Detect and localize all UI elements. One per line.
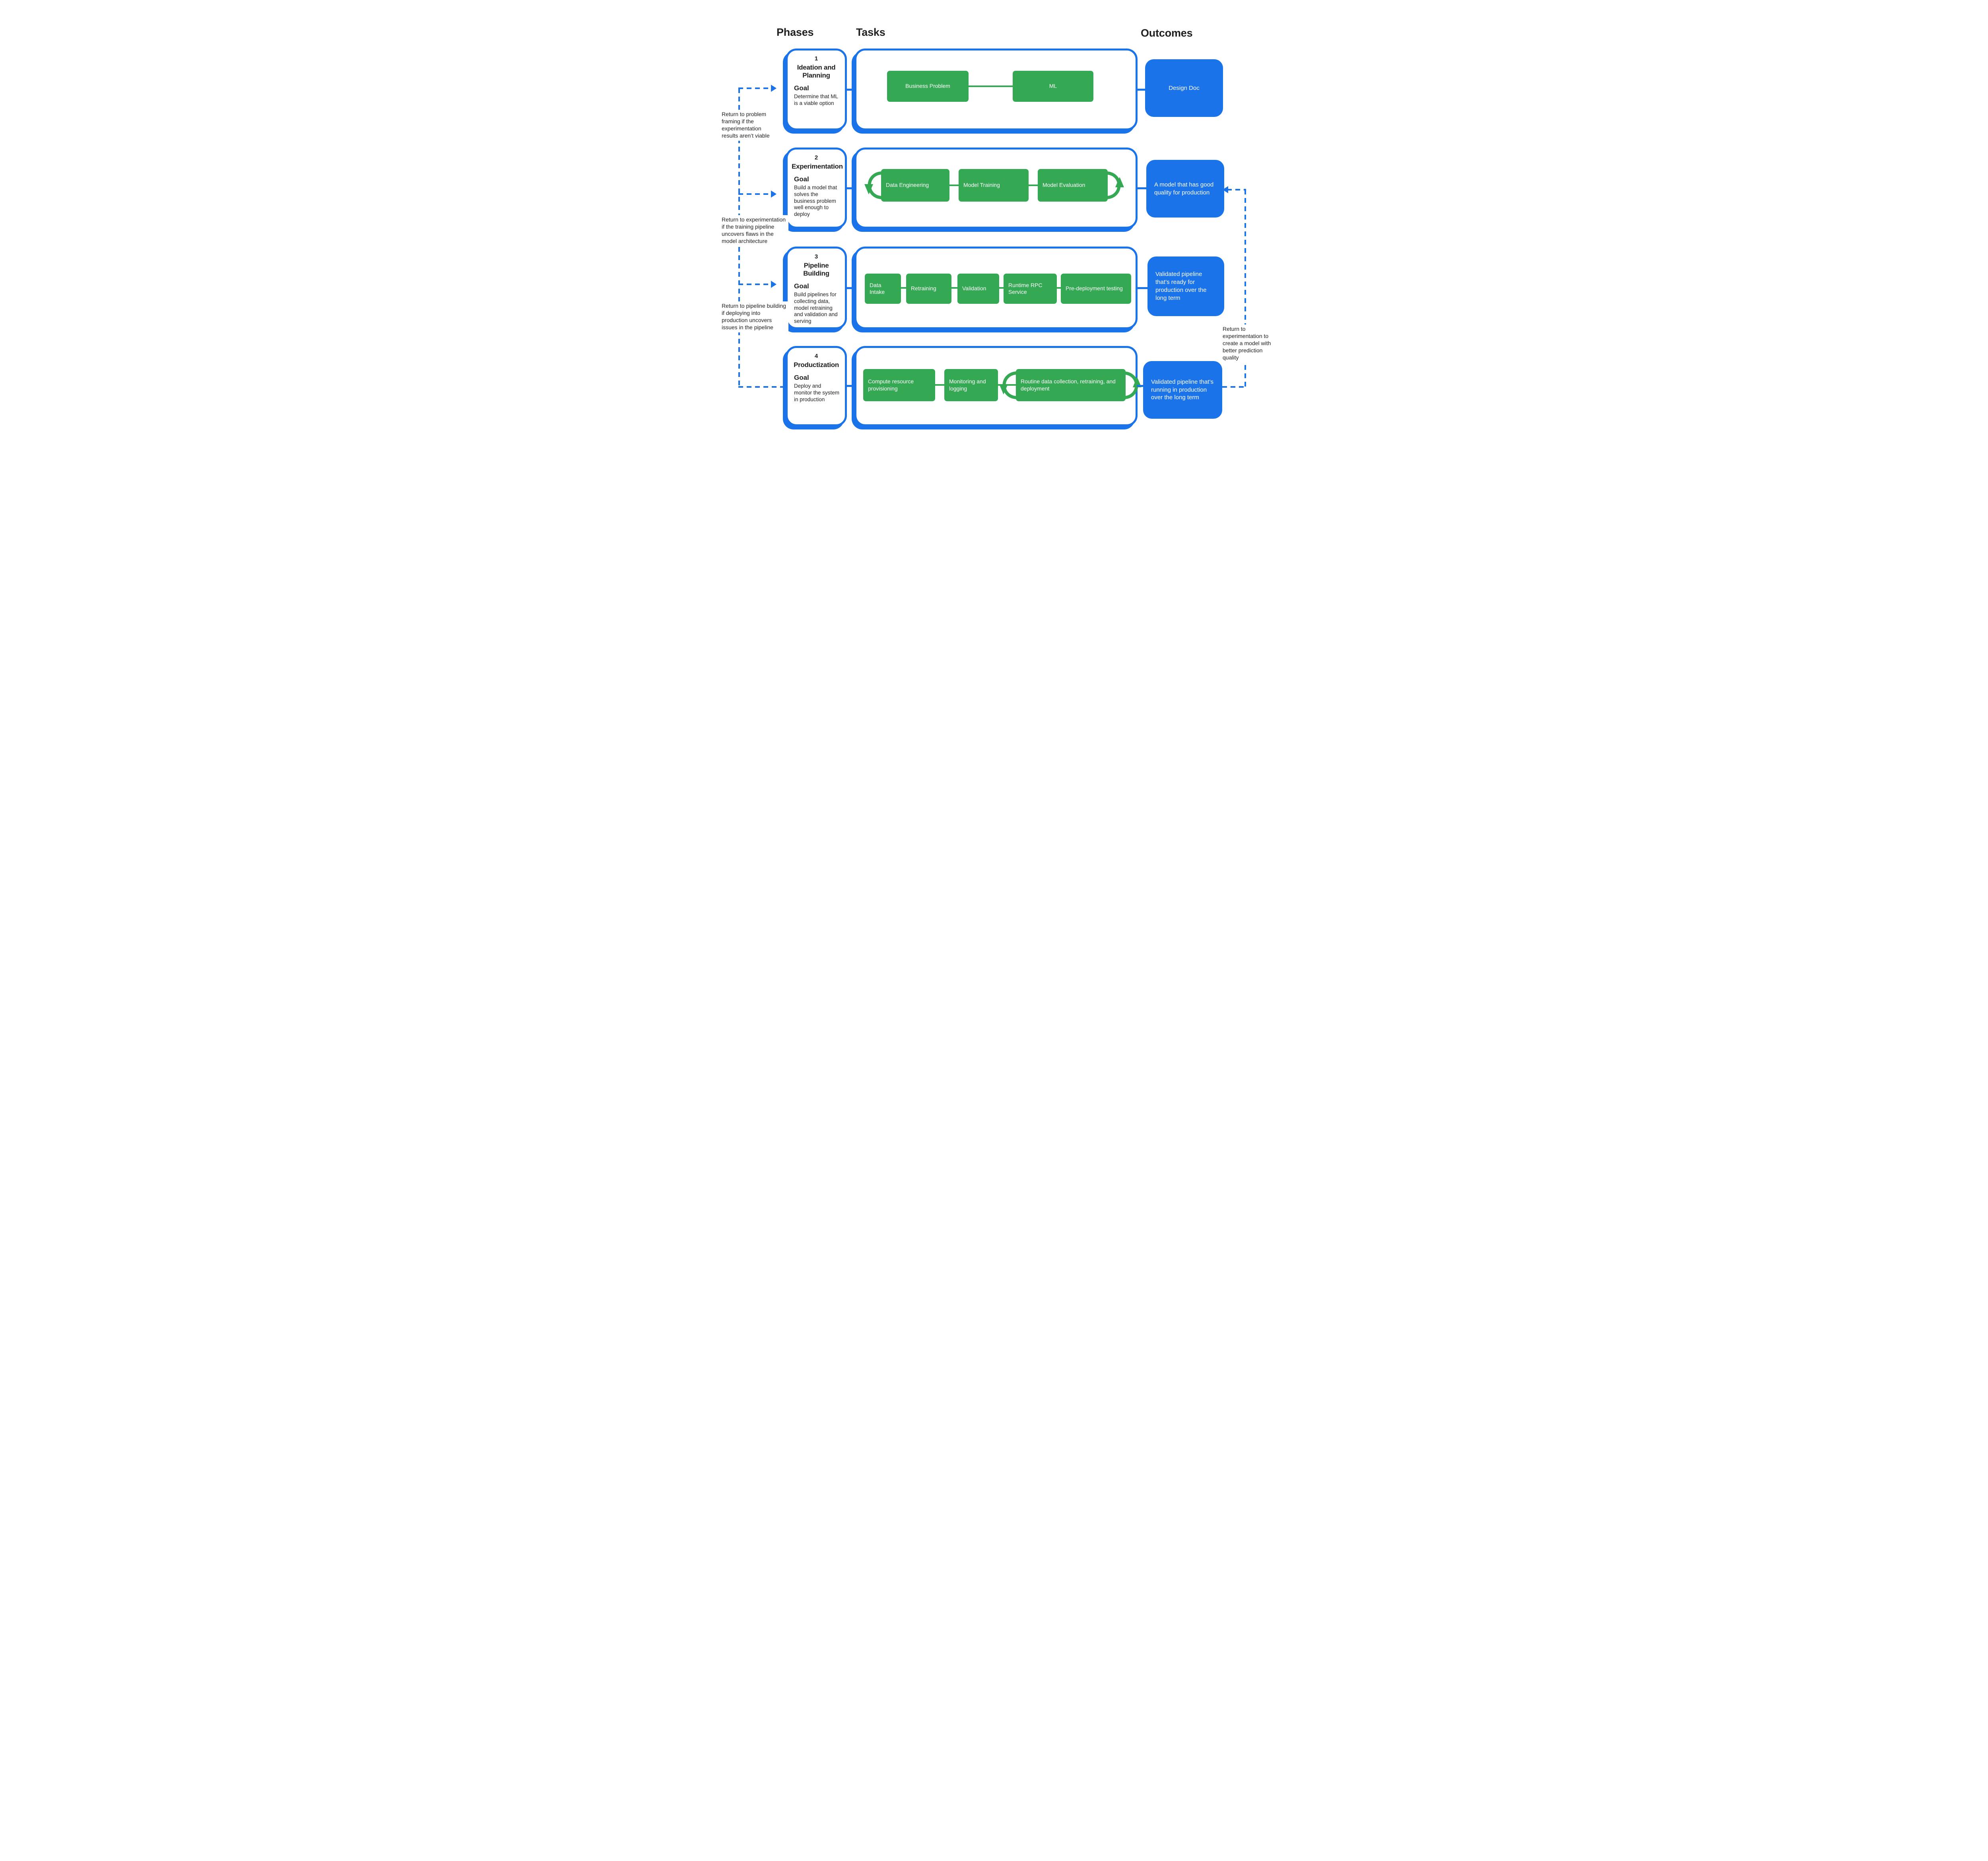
right-feedback-line-vertical: [1244, 190, 1246, 387]
phase-2-goal-text: Build a model that solves the business p…: [794, 185, 837, 217]
phase-4-title: Productization: [794, 361, 839, 369]
note-return-to-problem-framing: Return to problem framing if the experim…: [721, 110, 779, 141]
outcome-box-pipeline-ready: Validated pipeline that’s ready for prod…: [1147, 256, 1224, 316]
phase-2-goal-label: Goal: [794, 175, 809, 183]
connector-retraining-validation: [951, 287, 957, 289]
outcome-box-design-doc: Design Doc: [1145, 59, 1223, 117]
connector-phase-2-tasks: [846, 187, 854, 189]
connector-monitoring-routine: [998, 384, 1016, 386]
task-box-model-evaluation: Model Evaluation: [1038, 169, 1108, 202]
left-feedback-line-to-phase-2: [738, 193, 771, 195]
task-box-validation: Validation: [957, 274, 999, 304]
connector-data-eng-model-training: [949, 185, 959, 186]
phase-4-number: 4: [814, 353, 818, 359]
task-box-routine-collection: Routine data collection, retraining, and…: [1016, 369, 1126, 401]
task-box-retraining: Retraining: [906, 274, 951, 304]
phase-3-number: 3: [814, 253, 818, 260]
outcome-box-quality-model: A model that has good quality for produc…: [1146, 160, 1224, 218]
phase-2-card: 2 Experimentation Goal Build a model tha…: [786, 148, 847, 229]
connector-business-problem-ml: [969, 85, 1013, 87]
phase-4-goal-text: Deploy and monitor the system in product…: [794, 383, 840, 402]
connector-tasks-3-outcome: [1137, 287, 1147, 289]
outcome-box-pipeline-running: Validated pipeline that’s running in pro…: [1143, 361, 1222, 419]
connector-compute-monitoring: [935, 384, 944, 386]
task-box-data-intake: Data Intake: [865, 274, 901, 304]
task-box-predeployment-testing: Pre-deployment testing: [1061, 274, 1131, 304]
iteration-loop-left-icon: [864, 171, 883, 199]
phase-1-title: Ideation and Planning: [797, 64, 836, 80]
connector-validation-rpc: [999, 287, 1004, 289]
phase-1-goal-text: Determine that ML is a viable option: [794, 93, 838, 106]
arrow-into-phase-2-icon: [771, 190, 777, 198]
phase-2-number: 2: [814, 154, 818, 161]
note-return-to-experimentation: Return to experimentation if the trainin…: [721, 215, 788, 246]
left-feedback-line-from-phase-4: [738, 386, 786, 388]
arrow-into-phase-1-icon: [771, 85, 777, 92]
phase-1-card: 1 Ideation and Planning Goal Determine t…: [786, 49, 847, 130]
phase-3-goal-label: Goal: [794, 282, 809, 290]
phase-1-goal-label: Goal: [794, 84, 809, 92]
phase-3-card: 3 Pipeline Building Goal Build pipelines…: [786, 247, 847, 329]
phase-3-title: Pipeline Building: [803, 262, 829, 278]
task-box-ml: ML: [1013, 71, 1093, 102]
task-box-model-training: Model Training: [959, 169, 1029, 202]
task-box-data-engineering: Data Engineering: [881, 169, 949, 202]
phase-4-goal-label: Goal: [794, 374, 809, 382]
connector-tasks-2-outcome: [1137, 187, 1146, 189]
connector-phase-1-tasks: [846, 89, 854, 91]
connector-rpc-predeployment: [1057, 287, 1061, 289]
phase-2-title: Experimentation: [792, 163, 843, 170]
phase-4-card: 4 Productization Goal Deploy and monitor…: [786, 346, 847, 426]
task-box-runtime-rpc-service: Runtime RPC Service: [1004, 274, 1057, 304]
connector-tasks-1-outcome: [1137, 89, 1145, 91]
arrow-into-phase-3-icon: [771, 281, 777, 288]
production-loop-right-icon: [1123, 371, 1142, 399]
right-feedback-line-to-outcome-2: [1227, 189, 1246, 190]
task-box-monitoring-logging: Monitoring and logging: [944, 369, 998, 401]
left-feedback-line-to-phase-3: [738, 284, 771, 285]
task-box-compute-provisioning: Compute resource provisioning: [863, 369, 935, 401]
phases-column-header: Phases: [777, 26, 814, 38]
right-feedback-line-from-outcome-4: [1222, 386, 1246, 388]
tasks-column-header: Tasks: [856, 26, 885, 38]
task-box-business-problem: Business Problem: [887, 71, 969, 102]
note-return-to-experimentation-right: Return to experimentation to create a mo…: [1222, 324, 1275, 363]
phase-1-number: 1: [814, 55, 818, 62]
phase-3-goal-text: Build pipelines for collecting data, mod…: [794, 291, 838, 324]
left-feedback-line-to-phase-1: [738, 87, 771, 89]
connector-phase-4-tasks: [846, 385, 854, 387]
connector-tasks-4-outcome: [1137, 385, 1143, 387]
iteration-loop-right-icon: [1106, 171, 1124, 199]
connector-model-training-evaluation: [1029, 185, 1038, 186]
outcomes-column-header: Outcomes: [1141, 27, 1193, 39]
note-return-to-pipeline-building: Return to pipeline building if deploying…: [721, 301, 788, 332]
connector-intake-retraining: [901, 287, 906, 289]
mlops-phases-diagram: Phases Tasks Outcomes Return to problem …: [712, 0, 1276, 465]
connector-phase-3-tasks: [846, 287, 854, 289]
